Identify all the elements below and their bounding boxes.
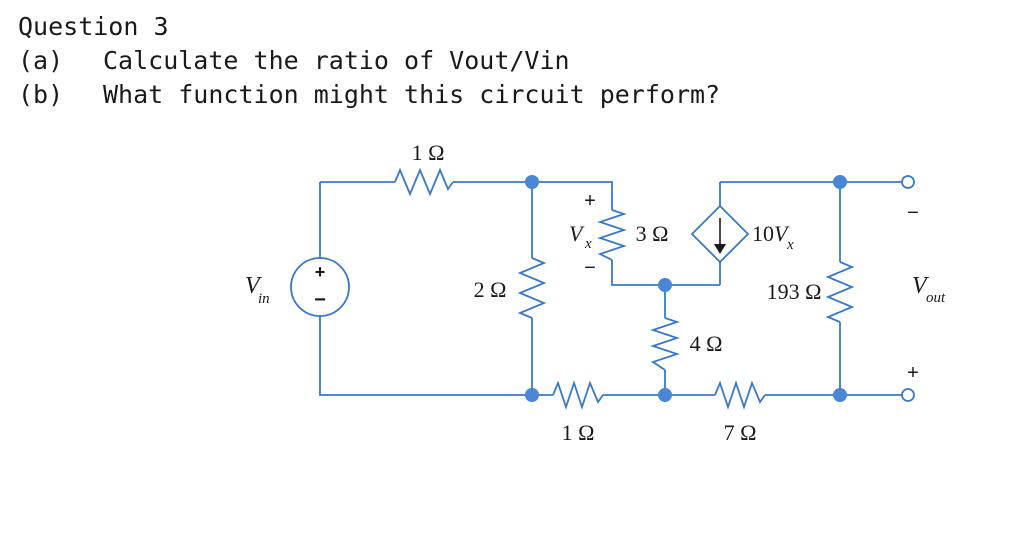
resistor-193ohm — [825, 261, 855, 323]
vout-main: V — [912, 273, 929, 299]
question-title: Question 3 — [18, 12, 169, 41]
resistor-2ohm — [517, 257, 547, 319]
label-r-left: 2 Ω — [474, 277, 507, 302]
vx-sub: x — [584, 236, 592, 252]
wire-left-lower — [319, 316, 532, 396]
vin-sub: in — [258, 291, 270, 307]
wire-to-3ohm — [532, 181, 613, 210]
node-center — [658, 278, 672, 292]
dependent-current-source — [690, 204, 750, 264]
dep-var-main: V — [774, 221, 790, 246]
vx-minus-sign: − — [584, 257, 596, 279]
node-bottom-right — [833, 388, 847, 402]
label-r-bottom-left: 1 Ω — [562, 420, 595, 445]
arrowhead-down-icon — [714, 244, 726, 254]
label-vx: + V x − — [569, 190, 596, 279]
resistor-4ohm — [650, 317, 680, 371]
vin-main: V — [245, 273, 262, 299]
nodes — [525, 175, 847, 402]
dep-coefficient: 10 — [752, 221, 774, 246]
vin-minus-sign: − — [314, 289, 326, 311]
label-r-bottom-right: 7 Ω — [724, 420, 757, 445]
wire-3ohm-to-node — [611, 260, 720, 286]
node-top-left — [525, 175, 539, 189]
label-vout: − V out + — [907, 202, 946, 384]
vx-plus-sign: + — [584, 190, 596, 212]
part-b-text: What function might this circuit perform… — [103, 80, 721, 109]
resistor-3ohm — [597, 209, 627, 261]
vout-sub: out — [926, 290, 946, 306]
resistor-bottom-1ohm — [552, 380, 604, 410]
vin-plus-sign: + — [315, 262, 326, 282]
output-terminal-top — [901, 175, 915, 189]
label-r-mid: 3 Ω — [636, 221, 669, 246]
vx-main: V — [569, 221, 585, 246]
label-vin: V in — [245, 273, 270, 307]
node-bottom-mid — [658, 388, 672, 402]
label-r-top: 1 Ω — [412, 140, 445, 165]
vout-minus-sign: − — [907, 202, 919, 224]
part-a-label: (a) — [18, 46, 64, 75]
label-r-right: 193 Ω — [767, 279, 822, 304]
dep-var-sub: x — [786, 237, 794, 253]
label-dep-source: 10V x — [752, 221, 794, 253]
output-terminal-bottom — [901, 388, 915, 402]
part-b-label: (b) — [18, 80, 64, 109]
node-bottom-left — [525, 388, 539, 402]
voltage-source-vin: + − — [290, 257, 350, 317]
label-r-center: 4 Ω — [690, 331, 723, 356]
part-a-text: Calculate the ratio of Vout/Vin — [103, 46, 570, 75]
svg-text:10V: 10V — [752, 221, 790, 246]
node-top-right — [833, 175, 847, 189]
resistor-top-1ohm — [394, 167, 454, 197]
vout-plus-sign: + — [907, 362, 919, 384]
resistor-7ohm — [714, 380, 766, 410]
